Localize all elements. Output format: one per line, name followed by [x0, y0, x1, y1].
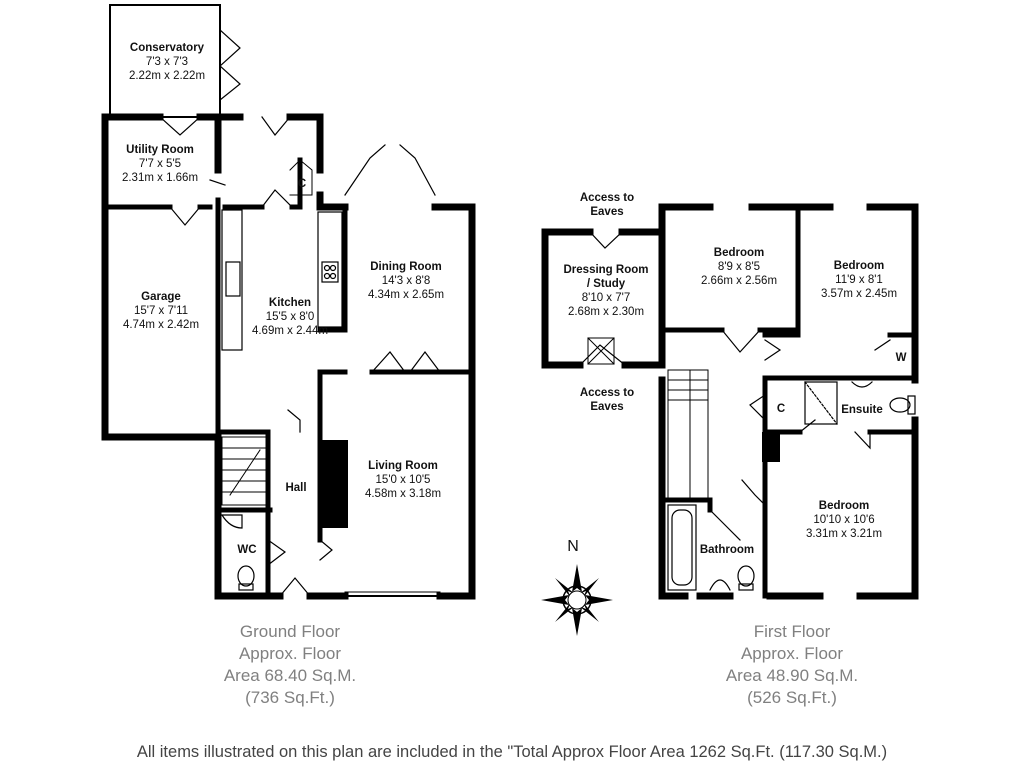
- room-dim-metric: 4.58m x 3.18m: [364, 488, 442, 500]
- garage-label: Garage 15'7 x 7'11 4.74m x 2.42m: [123, 290, 199, 332]
- conservatory-door: [219, 29, 241, 101]
- note-line: Access to: [579, 192, 635, 204]
- first-floor-inner-walls: [659, 204, 918, 599]
- ground-floor-caption: Ground Floor Approx. Floor Area 68.40 Sq…: [224, 621, 356, 709]
- total-area-footer: All items illustrated on this plan are i…: [136, 743, 888, 761]
- room-dim-metric: 4.74m x 2.42m: [122, 319, 200, 331]
- room-name: Bedroom: [713, 247, 765, 259]
- kitchen-units: [221, 209, 343, 351]
- room-dim-metric: 3.57m x 2.45m: [820, 288, 898, 300]
- eaves-access-bottom: Access to Eaves: [580, 386, 634, 414]
- caption-line: Approx. Floor: [238, 644, 342, 663]
- room-dim-imperial: 15'5 x 8'0: [265, 311, 315, 323]
- ground-stairs: [221, 436, 267, 506]
- room-name: Dining Room: [370, 261, 442, 273]
- living-room-label: Living Room 15'0 x 10'5 4.58m x 3.18m: [365, 459, 441, 501]
- bathroom-label: Bathroom: [699, 544, 755, 556]
- caption-line: Area 68.40 Sq.M.: [223, 666, 357, 685]
- caption-line: (526 Sq.Ft.): [747, 688, 837, 707]
- ground-floor-inner-walls: [102, 157, 475, 599]
- landing-block: [762, 432, 780, 462]
- hall-label: Hall: [285, 482, 307, 494]
- first-stairs: [667, 369, 709, 501]
- room-dim-imperial: 7'3 x 7'3: [145, 56, 189, 68]
- dining-room-label: Dining Room 14'3 x 8'8 4.34m x 2.65m: [368, 260, 444, 302]
- room-dim-metric: 2.66m x 2.56m: [700, 275, 778, 287]
- conservatory-walls: [109, 4, 221, 118]
- dressing-room-walls: [541, 228, 666, 369]
- bedroom-3-label: Bedroom 10'10 x 10'6 3.31m x 3.21m: [806, 499, 882, 541]
- wc-label: WC: [237, 544, 257, 556]
- utility-room-label: Utility Room 7'7 x 5'5 2.31m x 1.66m: [122, 143, 198, 185]
- room-name: Conservatory: [129, 42, 205, 54]
- room-dim-metric: 4.69m x 2.44m: [251, 325, 329, 337]
- room-name: Bedroom: [818, 500, 870, 512]
- room-dim-imperial: 14'3 x 8'8: [381, 275, 431, 287]
- bedroom-1-label: Bedroom 8'9 x 8'5 2.66m x 2.56m: [701, 246, 777, 288]
- room-dim-imperial: 8'10 x 7'7: [581, 292, 631, 304]
- eaves-access-top: Access to Eaves: [580, 191, 634, 219]
- room-name: Living Room: [368, 460, 438, 472]
- room-dim-metric: 2.22m x 2.22m: [128, 70, 206, 82]
- bedroom-2-label: Bedroom 11'9 x 8'1 3.57m x 2.45m: [821, 259, 897, 301]
- caption-line: Area 48.90 Sq.M.: [725, 666, 859, 685]
- ensuite-label: Ensuite: [841, 404, 883, 416]
- compass-rose: [541, 564, 613, 636]
- room-dim-imperial: 11'9 x 8'1: [835, 274, 883, 286]
- room-dim-imperial: 8'9 x 8'5: [717, 261, 761, 273]
- ground-cupboard-label: C: [297, 178, 307, 190]
- room-name: Kitchen: [268, 297, 312, 309]
- room-name: Bedroom: [833, 260, 885, 272]
- room-name-2: / Study: [586, 278, 626, 290]
- kitchen-label: Kitchen 15'5 x 8'0 4.69m x 2.44m: [252, 296, 328, 338]
- conservatory-label: Conservatory 7'3 x 7'3 2.22m x 2.22m: [129, 41, 205, 83]
- fireplace: [318, 440, 348, 528]
- note-line: Access to: [579, 387, 635, 399]
- caption-line: Approx. Floor: [740, 644, 844, 663]
- room-dim-imperial: 15'0 x 10'5: [375, 474, 431, 486]
- dressing-room-label: Dressing Room / Study 8'10 x 7'7 2.68m x…: [564, 263, 649, 319]
- room-dim-metric: 2.68m x 2.30m: [567, 306, 645, 318]
- room-dim-imperial: 15'7 x 7'11: [133, 305, 189, 317]
- room-dim-metric: 3.31m x 3.21m: [805, 528, 883, 540]
- bathroom-fixtures: [667, 504, 755, 591]
- wc-fixtures: [220, 514, 255, 591]
- first-floor-caption: First Floor Approx. Floor Area 48.90 Sq.…: [726, 621, 858, 709]
- room-dim-metric: 2.31m x 1.66m: [121, 172, 199, 184]
- first-floor-doors: [579, 231, 891, 541]
- note-line: Eaves: [590, 401, 624, 413]
- room-dim-imperial: 10'10 x 10'6: [813, 514, 875, 526]
- ground-floor-doors: [159, 116, 441, 597]
- eaves-hatch: [587, 337, 615, 365]
- room-name: Garage: [141, 291, 181, 303]
- room-dim-metric: 4.34m x 2.65m: [367, 289, 445, 301]
- room-name: Utility Room: [126, 144, 194, 156]
- first-cupboard-label: C: [776, 403, 786, 415]
- wardrobe-label: W: [895, 352, 907, 364]
- caption-line: First Floor: [753, 622, 831, 641]
- caption-line: Ground Floor: [239, 622, 341, 641]
- ground-cupboard: [289, 159, 313, 196]
- ground-floor-outer-walls: [101, 113, 476, 600]
- ensuite-fixtures: [804, 381, 916, 425]
- note-line: Eaves: [590, 206, 624, 218]
- compass-north-label: N: [567, 538, 579, 555]
- room-dim-imperial: 7'7 x 5'5: [138, 158, 182, 170]
- room-name: Dressing Room: [563, 264, 649, 276]
- caption-line: (736 Sq.Ft.): [245, 688, 335, 707]
